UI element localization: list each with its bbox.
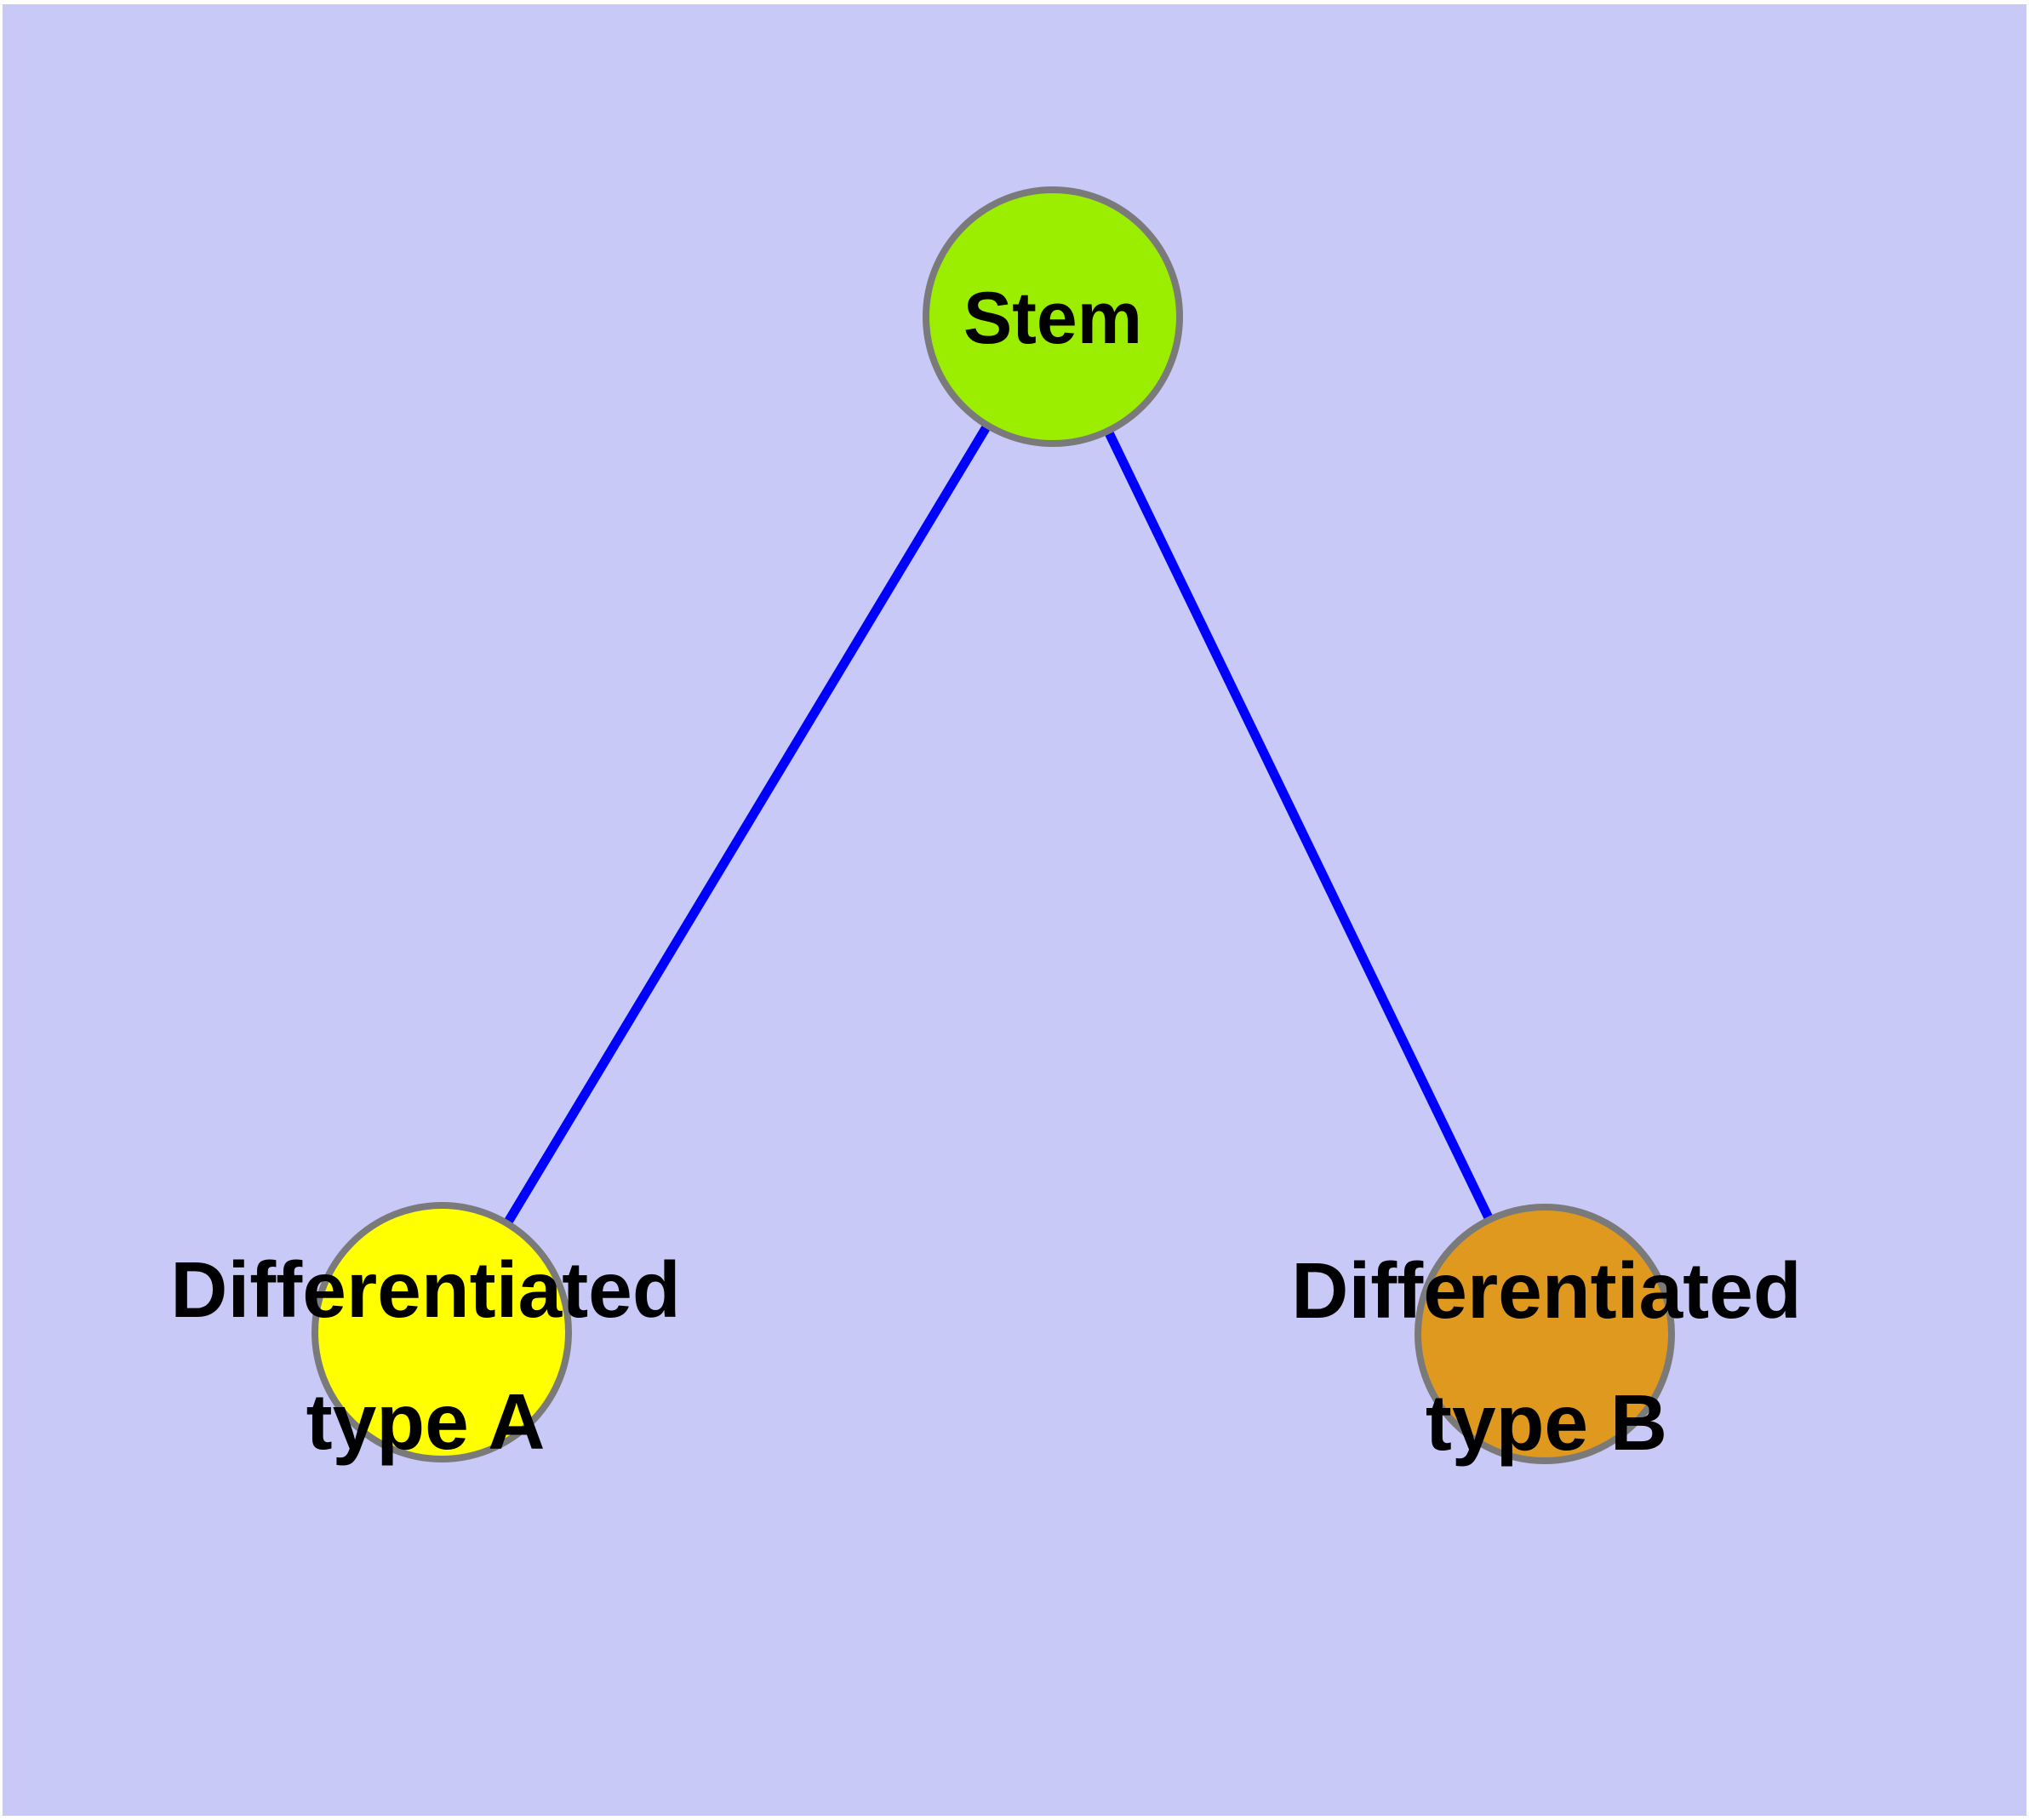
type-a-label-line2: type A [306,1377,546,1466]
stem-node [923,186,1183,447]
differentiated-type-b-node [1415,1204,1675,1464]
edge-stem-to-type-b [1049,314,1549,1336]
type-b-label-line2: type B [1426,1378,1667,1467]
stem-node-label: Stem [963,278,1142,359]
differentiated-type-a-node [311,1202,572,1462]
type-b-label-line1: Differentiated [1291,1246,1801,1335]
edge-stem-to-type-a [437,314,1057,1335]
type-a-label-line1: Differentiated [170,1245,680,1334]
